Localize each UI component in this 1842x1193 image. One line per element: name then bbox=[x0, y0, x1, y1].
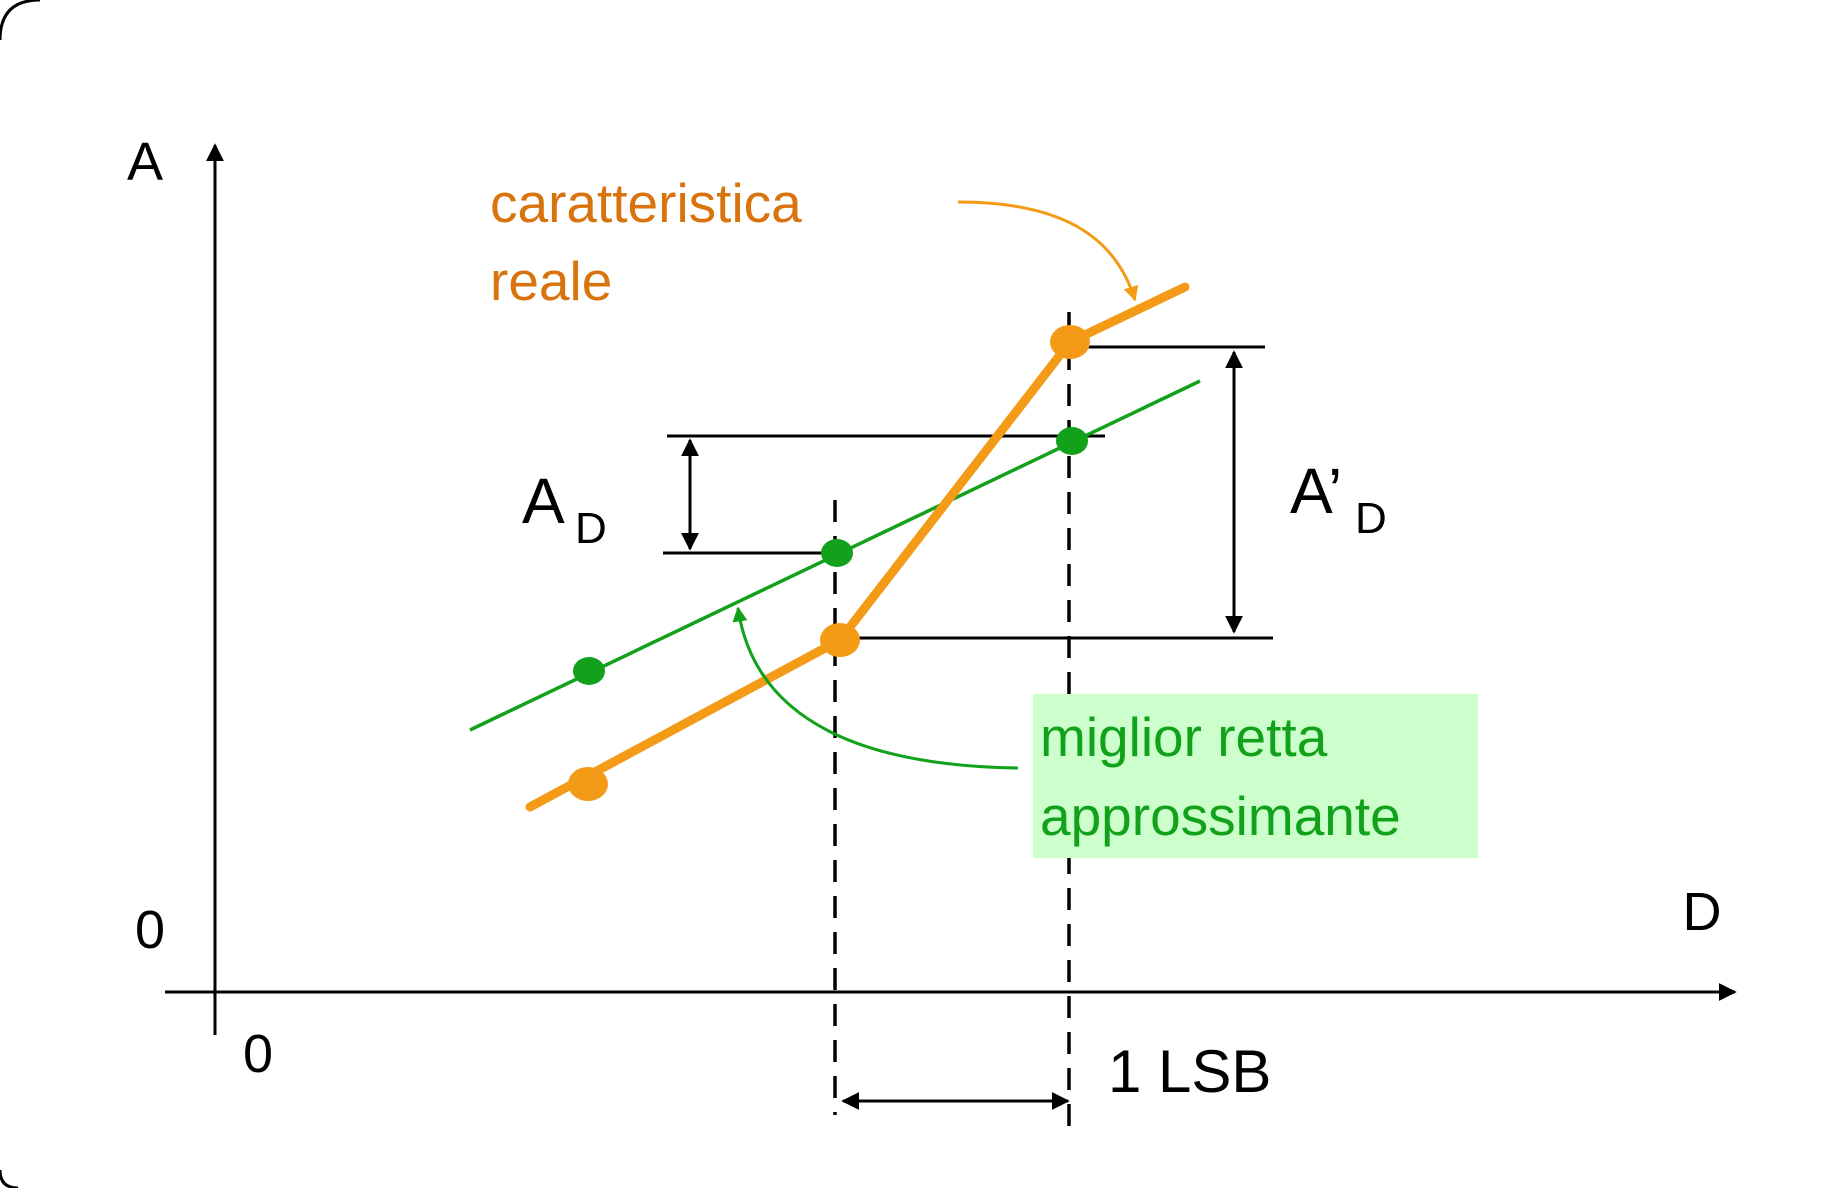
lsb-label: 1 LSB bbox=[1108, 1038, 1271, 1105]
best-fit-label-line1: miglior retta bbox=[1040, 706, 1328, 768]
x-axis-label: D bbox=[1683, 882, 1722, 942]
best-fit-callout-arrow bbox=[732, 606, 1019, 770]
a-prime-d-label-main: A’ bbox=[1290, 455, 1342, 527]
y-axis-label: A bbox=[127, 132, 163, 192]
real-point-1 bbox=[568, 767, 608, 801]
x-origin-label: 0 bbox=[243, 1024, 273, 1084]
a-d-label-main: A bbox=[522, 465, 565, 537]
best-fit-label-line2: approssimante bbox=[1040, 785, 1401, 847]
fit-point-2 bbox=[821, 539, 853, 567]
real-point-3 bbox=[1050, 325, 1090, 359]
real-point-2 bbox=[820, 623, 860, 657]
a-prime-d-label-sub: D bbox=[1355, 494, 1387, 543]
frame-corner-top-left bbox=[0, 0, 41, 41]
real-characteristic-line bbox=[525, 282, 1190, 812]
fit-point-3 bbox=[1056, 427, 1088, 455]
y-origin-label: 0 bbox=[135, 900, 165, 960]
real-characteristic-label-line1: caratteristica bbox=[490, 172, 802, 234]
frame-corner-bottom-left bbox=[0, 1169, 19, 1190]
real-characteristic-label-line2: reale bbox=[490, 250, 612, 312]
fit-point-1 bbox=[573, 657, 605, 685]
a-d-label-sub: D bbox=[575, 504, 607, 553]
best-fit-label-box bbox=[1033, 694, 1478, 858]
real-characteristic-callout-arrow bbox=[957, 200, 1139, 302]
